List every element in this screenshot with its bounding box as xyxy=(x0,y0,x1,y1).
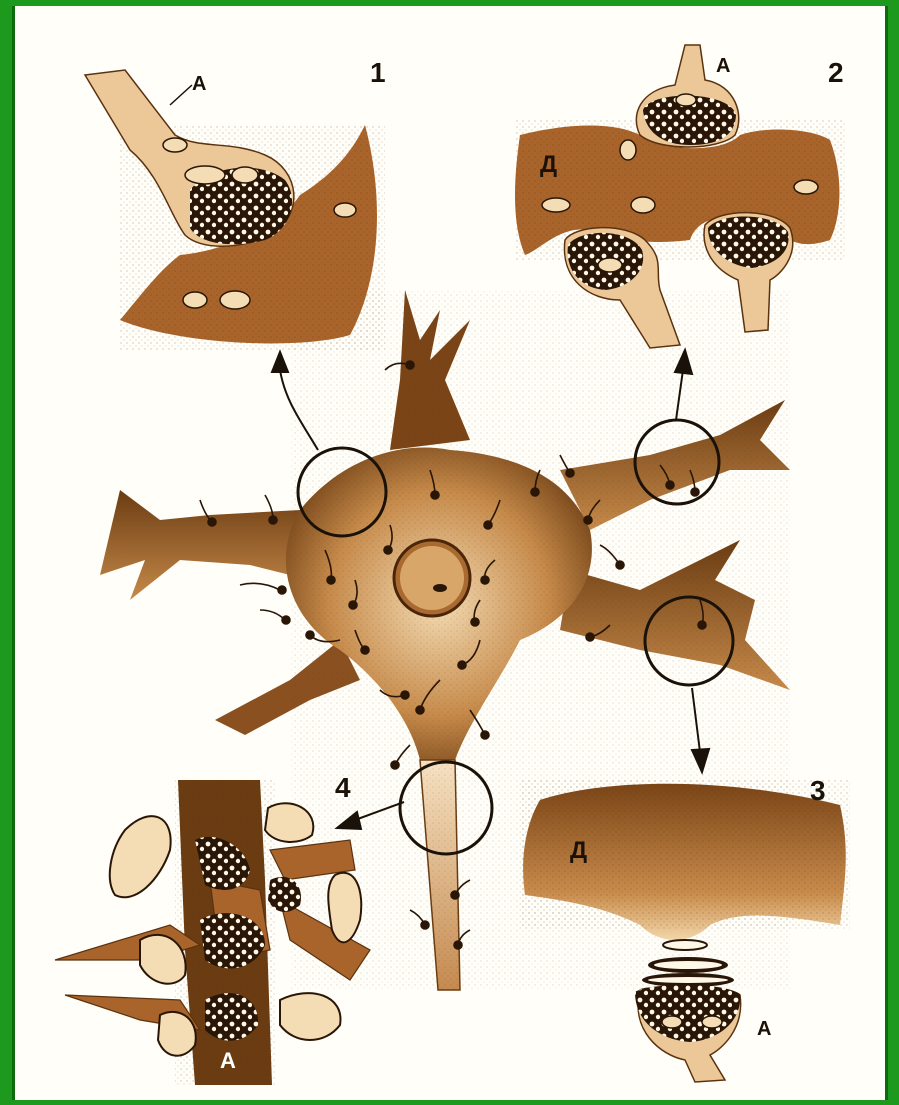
panel-3: Д А 3 xyxy=(520,775,850,1082)
panel-3-axon-label: А xyxy=(757,1018,771,1040)
panel-2-dendrite-label: Д xyxy=(540,151,557,178)
panel-3-dendrite-label: Д xyxy=(570,837,587,864)
nucleolus xyxy=(433,584,447,592)
panel-3-number: 3 xyxy=(810,775,826,806)
panel-1-number: 1 xyxy=(370,57,386,88)
arrow-to-panel-1 xyxy=(272,352,288,372)
panel-2-axon-label: А xyxy=(716,55,730,77)
panel-2-number: 2 xyxy=(828,57,844,88)
panel-1: А 1 xyxy=(85,57,386,350)
panel-1-axon-label: А xyxy=(192,73,206,95)
panel-4-number: 4 xyxy=(335,772,351,803)
panel-4-axon-label: А xyxy=(220,1048,236,1073)
